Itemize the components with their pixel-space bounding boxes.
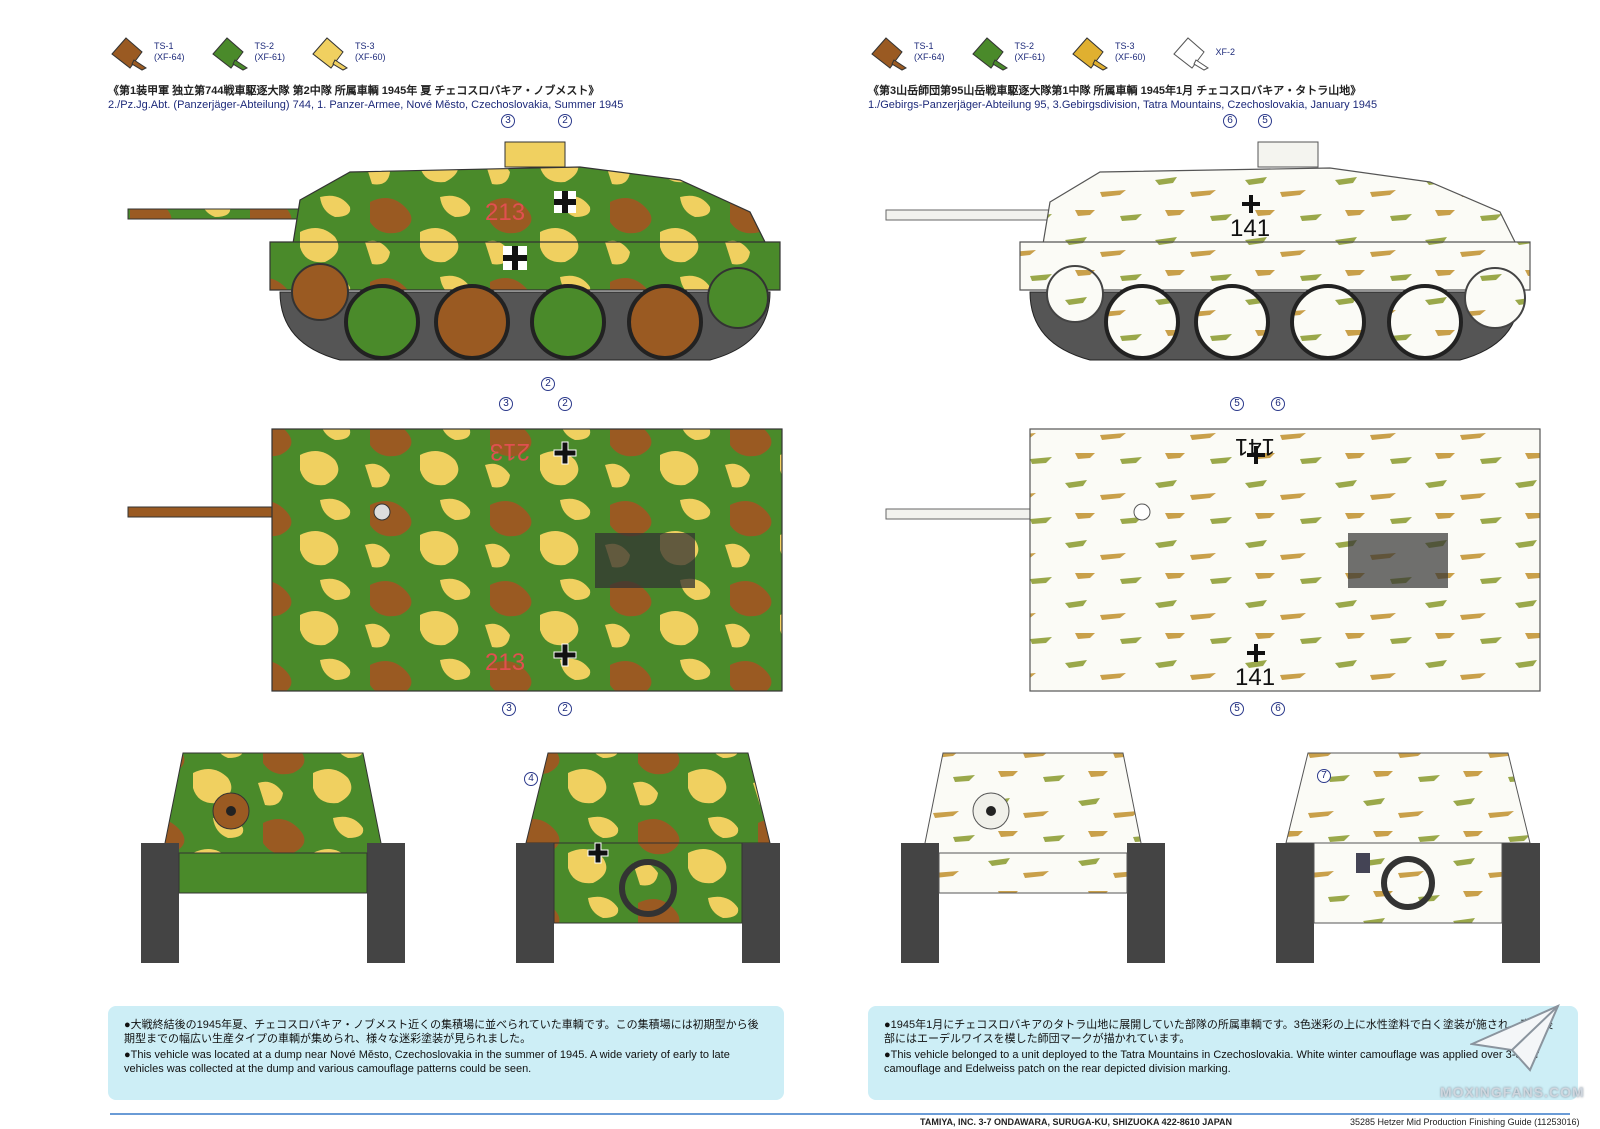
paint-code: XF-2 [1215,46,1236,57]
road-wheels [1046,265,1526,360]
paint-chip-ts1: TS-1(XF-64) [108,32,185,72]
paint-ref: (XF-64) [914,52,945,62]
side-view-drawing: 141 [885,141,1531,361]
note-japanese: ●大戦終結後の1945年夏、チェコスロバキア・ノブメスト近くの集積場に並べられて… [124,1019,759,1045]
note-english: ●This vehicle belonged to a unit deploye… [884,1049,1540,1075]
balkenkreuz-icon [1247,644,1265,662]
paint-blob-icon [971,37,1008,71]
decal-callout-2: 2 [558,397,572,411]
top-view-drawing: 141 141 [885,428,1541,692]
paint-blob-icon [1172,37,1209,71]
scheme-caption: 《第1装甲軍 独立第744戦車駆逐大隊 第2中隊 所属車輌 1945年 夏 チェ… [108,84,623,112]
paint-legend: TS-1(XF-64) TS-2(XF-61) TS-3(XF-60) [108,32,386,72]
paint-ref: (XF-61) [1014,52,1046,62]
footer-document-id: 35285 Hetzer Mid Production Finishing Gu… [1350,1117,1580,1127]
paint-blob-icon [1072,37,1109,71]
paint-chip-ts2: TS-2(XF-61) [969,32,1046,72]
front-view-drawing [141,752,405,963]
right-scheme-panel: TS-1(XF-64) TS-2(XF-61) TS-3(XF-60) XF-2 [800,0,1600,1129]
paint-blob-icon [312,37,349,71]
paint-ref: (XF-61) [254,52,286,62]
balkenkreuz-icon [554,191,576,213]
tactical-number: 141 [1230,215,1270,242]
decal-callout-2: 2 [558,114,572,128]
left-scheme-panel: TS-1(XF-64) TS-2(XF-61) TS-3(XF-60) 《第1装… [108,32,784,1100]
paint-chip-xf2: XF-2 [1170,32,1236,72]
caption-japanese: 《第1装甲軍 独立第744戦車駆逐大隊 第2中隊 所属車輌 1945年 夏 チェ… [108,85,600,97]
caption-japanese: 《第3山岳師団第95山岳戦車駆逐大隊第1中隊 所属車輌 1945年1月 チェコス… [868,85,1362,97]
paint-code: TS-1 [154,41,174,51]
paint-ref: (XF-60) [355,52,386,62]
caption-english: 1./Gebirgs-Panzerjäger-Abteilung 95, 3.G… [868,99,1378,111]
decal-callout-4: 4 [524,772,538,786]
paint-ref: (XF-64) [154,52,185,62]
decal-callout-6: 6 [1271,702,1285,716]
decal-callout-7: 7 [1317,769,1331,783]
note-english: ●This vehicle was located at a dump near… [124,1049,730,1075]
paint-chip-ts3: TS-3(XF-60) [309,32,386,72]
tactical-number: 213 [485,649,525,676]
road-wheels [291,263,769,360]
note-japanese: ●1945年1月にチェコスロバキアのタトラ山地に展開していた部隊の所属車輌です。… [884,1019,1554,1045]
decal-callout-5: 5 [1258,114,1272,128]
decal-callout-6: 6 [1223,114,1237,128]
balkenkreuz-icon [503,246,527,270]
tactical-number: 213 [485,199,525,226]
paint-ref: (XF-60) [1115,52,1146,62]
paint-code: TS-3 [355,41,375,51]
decal-callout-6: 6 [1271,397,1285,411]
side-view-drawing: 213 [127,141,781,361]
decal-callout-5: 5 [1230,702,1244,716]
footer-address: TAMIYA, INC. 3-7 ONDAWARA, SURUGA-KU, SH… [920,1117,1233,1127]
paint-code: TS-1 [914,41,934,51]
tactical-number: 213 [490,438,530,465]
paint-code: TS-3 [1115,41,1135,51]
paint-chip-ts2: TS-2(XF-61) [209,32,286,72]
rear-view-drawing [516,752,780,963]
paint-blob-icon [871,37,907,71]
rear-view-drawing [1276,752,1540,963]
decal-callout-5: 5 [1230,397,1244,411]
scheme-caption: 《第3山岳師団第95山岳戦車駆逐大隊第1中隊 所属車輌 1945年1月 チェコス… [868,84,1377,112]
front-view-drawing [901,752,1165,963]
paint-legend: TS-1(XF-64) TS-2(XF-61) TS-3(XF-60) XF-2 [868,32,1235,72]
paint-blob-icon [111,37,147,71]
watermark-text: MOXINGFANS.COM [1440,1084,1585,1100]
balkenkreuz-icon [553,441,577,465]
paint-chip-ts3: TS-3(XF-60) [1069,32,1146,72]
decal-callout-2: 2 [558,702,572,716]
paint-blob-icon [211,37,248,71]
decal-callout-3: 3 [501,114,515,128]
paper-plane-icon [1470,1004,1560,1072]
balkenkreuz-icon [1247,446,1265,464]
paint-chip-ts1: TS-1(XF-64) [868,32,945,72]
balkenkreuz-icon [1242,195,1260,213]
scheme-note: ●1945年1月にチェコスロバキアのタトラ山地に展開していた部隊の所属車輌です。… [868,1006,1578,1100]
edelweiss-division-marking [1356,853,1370,873]
decal-callout-3: 3 [502,702,516,716]
paint-code: TS-2 [254,41,275,51]
decal-callout-2: 2 [541,377,555,391]
balkenkreuz-icon [553,643,577,667]
balkenkreuz-icon [587,842,609,864]
paint-code: TS-2 [1014,41,1035,51]
footer-divider [110,1113,1570,1115]
tactical-number: 141 [1235,664,1275,691]
top-view-drawing: 213 213 [127,428,783,692]
decal-callout-3: 3 [499,397,513,411]
caption-english: 2./Pz.Jg.Abt. (Panzerjäger-Abteilung) 74… [108,99,624,111]
scheme-note: ●大戦終結後の1945年夏、チェコスロバキア・ノブメスト近くの集積場に並べられて… [108,1006,784,1100]
